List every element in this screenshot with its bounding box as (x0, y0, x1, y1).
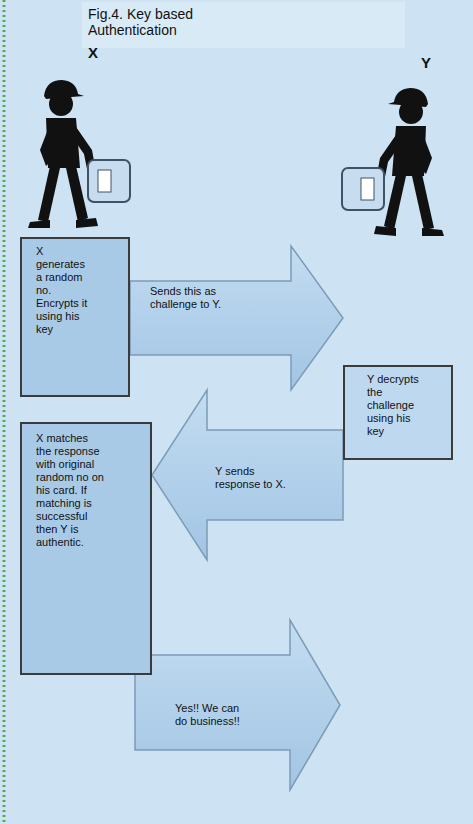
process-box: Y decrypts the challenge using his key (343, 365, 453, 460)
block-arrow-connector (130, 246, 343, 390)
node-text: X matches the response with original ran… (36, 432, 104, 549)
title-band (82, 2, 405, 48)
edge-label: Sends this as challenge to Y. (150, 285, 240, 311)
person-figure (28, 80, 130, 228)
node-text: Y decrypts the challenge using his key (367, 373, 423, 438)
arrow-shape (135, 620, 340, 790)
figure-title: Fig.4. Key based Authentication (88, 6, 203, 38)
person-figure (342, 88, 444, 236)
party-label: Y (421, 54, 431, 71)
node-text: Yes!! We can do business!! (175, 702, 251, 728)
block-arrow: Yes!! We can do business!! (135, 620, 340, 790)
party-label: X (88, 44, 98, 61)
process-box: X generates a random no. Encrypts it usi… (20, 237, 130, 397)
dotted-border (3, 0, 6, 824)
process-box: X matches the response with original ran… (20, 422, 152, 675)
node-text: X generates a random no. Encrypts it usi… (36, 245, 92, 336)
edge-label: Y sends response to X. (215, 465, 295, 491)
block-arrow-connector (152, 390, 343, 560)
